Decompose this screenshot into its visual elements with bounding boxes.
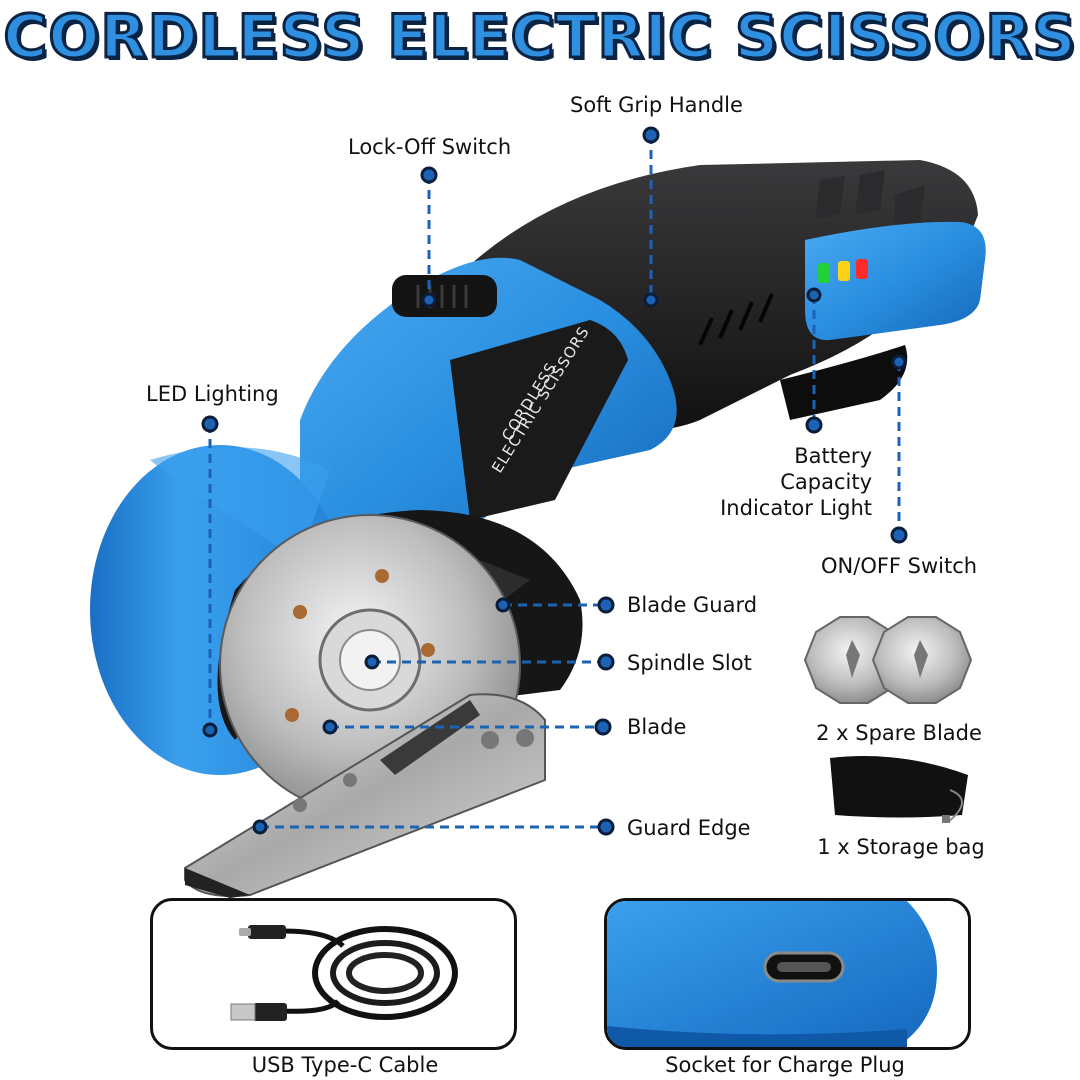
- spare-blades-icon: [803, 616, 973, 704]
- rear-cap: [805, 221, 986, 341]
- callout-on-off-switch: ON/OFF Switch: [821, 554, 978, 578]
- callout-battery-indicator: Battery Capacity Indicator Light: [720, 444, 872, 520]
- callout-spindle-slot: Spindle Slot: [627, 651, 752, 675]
- lock-off-switch-icon: [392, 275, 497, 317]
- led-yellow-icon: [838, 261, 850, 281]
- led-red-icon: [856, 259, 868, 279]
- charge-socket-panel: [604, 898, 971, 1050]
- usb-cable-icon: [230, 925, 458, 1021]
- guard-plate: [184, 693, 546, 898]
- charge-socket-icon: [607, 901, 968, 1047]
- callout-led-lighting: LED Lighting: [146, 382, 279, 406]
- page-title: CORDLESS ELECTRIC SCISSORS: [2, 1, 1077, 74]
- storage-bag-icon: [830, 756, 968, 823]
- leader-lines: [208, 135, 901, 829]
- callout-lock-off-switch: Lock-Off Switch: [348, 135, 512, 159]
- leader-dots: [201, 126, 908, 836]
- label-charge-socket: Socket for Charge Plug: [665, 1053, 905, 1077]
- body-label-panel: [450, 320, 628, 520]
- led-green-icon: [818, 263, 830, 283]
- callout-blade: Blade: [627, 715, 687, 739]
- label-usb-cable: USB Type-C Cable: [251, 1053, 439, 1077]
- callout-soft-grip-handle: Soft Grip Handle: [570, 93, 743, 117]
- label-spare-blade: 2 x Spare Blade: [816, 721, 982, 745]
- main-body: CORDLESS ELECTRIC SCISSORS: [300, 257, 677, 560]
- callout-blade-guard: Blade Guard: [627, 593, 758, 617]
- usb-cable-panel: [150, 898, 517, 1050]
- callout-guard-edge: Guard Edge: [627, 816, 751, 840]
- label-storage-bag: 1 x Storage bag: [817, 835, 985, 859]
